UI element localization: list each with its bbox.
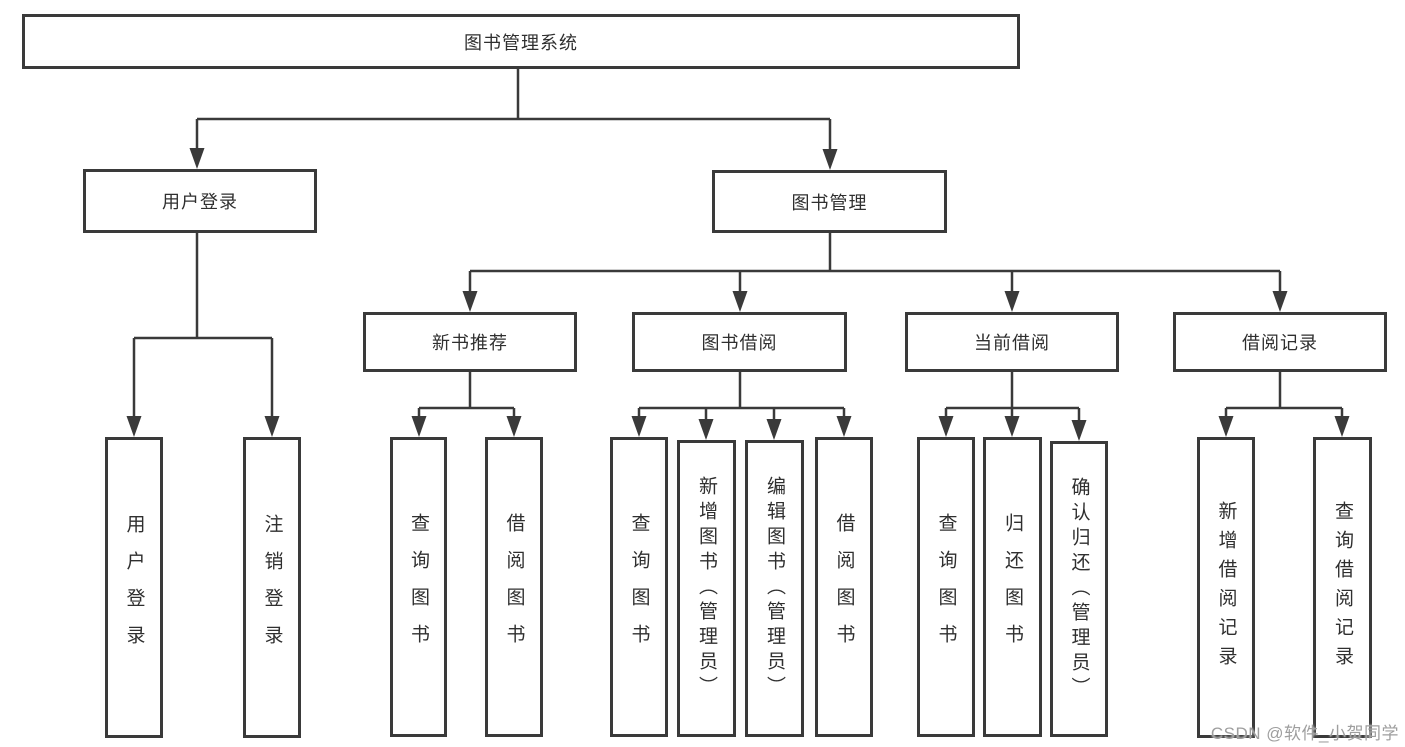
node-leaf-nb-query-book-label: 查询图书 bbox=[408, 513, 429, 661]
node-book-management: 图书管理 bbox=[712, 170, 947, 233]
node-user-login: 用户登录 bbox=[83, 169, 317, 233]
node-leaf-cb-confirm-return-admin: 确认归还（管理员） bbox=[1050, 441, 1108, 737]
node-leaf-bb-query-book: 查询图书 bbox=[610, 437, 668, 737]
node-leaf-bb-query-book-label: 查询图书 bbox=[628, 513, 650, 661]
node-leaf-bb-add-book-admin: 新增图书（管理员） bbox=[677, 440, 736, 737]
node-borrow-record: 借阅记录 bbox=[1173, 312, 1387, 372]
node-leaf-br-query-record: 查询借阅记录 bbox=[1313, 437, 1372, 738]
node-book-borrow: 图书借阅 bbox=[632, 312, 847, 372]
connector-user-login-branch bbox=[126, 233, 280, 437]
node-root-system: 图书管理系统 bbox=[22, 14, 1020, 69]
node-leaf-nb-borrow-book: 借阅图书 bbox=[485, 437, 543, 737]
node-user-login-label: 用户登录 bbox=[162, 192, 238, 212]
csdn-watermark: CSDN @软件_小贺同学 bbox=[1210, 724, 1399, 743]
node-leaf-cb-query-book-label: 查询图书 bbox=[935, 513, 957, 661]
node-leaf-nb-query-book: 查询图书 bbox=[390, 437, 447, 737]
node-current-borrow: 当前借阅 bbox=[905, 312, 1119, 372]
node-leaf-user-login-label: 用户登录 bbox=[123, 513, 145, 662]
node-leaf-bb-edit-book-admin-label: 编辑图书（管理员） bbox=[764, 476, 785, 701]
node-book-borrow-label: 图书借阅 bbox=[701, 333, 778, 353]
node-leaf-nb-borrow-book-label: 借阅图书 bbox=[503, 513, 525, 661]
node-leaf-br-add-record-label: 新增借阅记录 bbox=[1215, 500, 1237, 675]
node-leaf-bb-borrow-book-label: 借阅图书 bbox=[833, 513, 855, 661]
node-leaf-cb-return-book-label: 归还图书 bbox=[1002, 513, 1023, 661]
node-book-management-label: 图书管理 bbox=[791, 192, 868, 213]
node-new-book-recommend: 新书推荐 bbox=[363, 312, 577, 372]
node-leaf-bb-borrow-book: 借阅图书 bbox=[815, 437, 873, 737]
node-leaf-logout: 注销登录 bbox=[243, 437, 301, 738]
node-leaf-cb-return-book: 归还图书 bbox=[983, 437, 1042, 737]
connector-book-mgmt-branch bbox=[462, 233, 1288, 312]
node-current-borrow-label: 当前借阅 bbox=[974, 333, 1050, 353]
connector-current-borrow-branch bbox=[938, 372, 1087, 441]
node-leaf-br-query-record-label: 查询借阅记录 bbox=[1332, 500, 1353, 675]
node-root-system-label: 图书管理系统 bbox=[464, 32, 578, 53]
node-leaf-br-add-record: 新增借阅记录 bbox=[1197, 437, 1255, 738]
connector-borrow-record-branch bbox=[1218, 372, 1350, 437]
connector-new-book-branch bbox=[411, 372, 522, 437]
node-leaf-cb-confirm-return-admin-label: 确认归还（管理员） bbox=[1068, 476, 1090, 702]
node-leaf-bb-edit-book-admin: 编辑图书（管理员） bbox=[745, 440, 804, 737]
connector-root-to-level2 bbox=[189, 68, 838, 170]
node-leaf-logout-label: 注销登录 bbox=[261, 513, 283, 662]
node-new-book-recommend-label: 新书推荐 bbox=[432, 333, 508, 353]
connector-book-borrow-branch bbox=[631, 372, 852, 440]
node-leaf-cb-query-book: 查询图书 bbox=[917, 437, 975, 737]
node-leaf-user-login: 用户登录 bbox=[105, 437, 163, 738]
node-borrow-record-label: 借阅记录 bbox=[1242, 333, 1318, 353]
node-leaf-bb-add-book-admin-label: 新增图书（管理员） bbox=[696, 476, 717, 701]
